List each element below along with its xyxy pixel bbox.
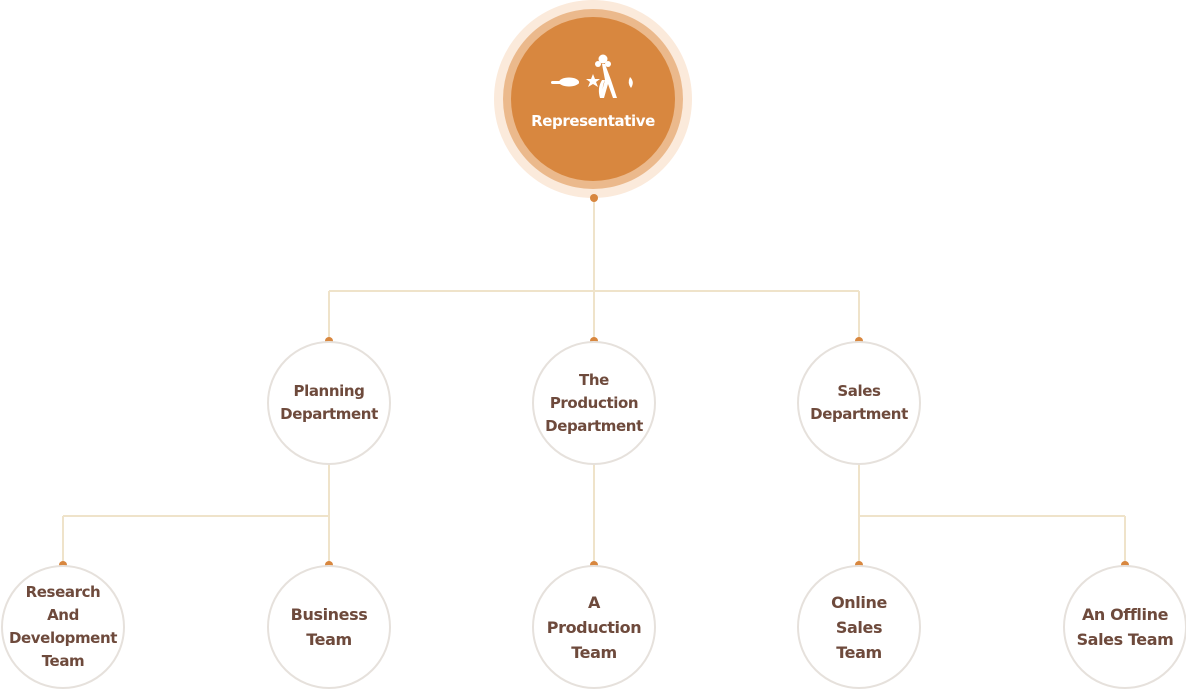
node-offline-sales-team: An Offline Sales Team xyxy=(1063,565,1186,689)
root-node-representative xyxy=(511,17,675,181)
node-label: Business Team xyxy=(290,605,368,649)
node-label: Research And Development Team xyxy=(8,583,117,670)
node-sales-department: Sales Department xyxy=(797,341,921,465)
node-label: Online Sales Team xyxy=(831,592,887,662)
node-a-production-team: A Production Team xyxy=(532,565,656,689)
node-planning-department: Planning Department xyxy=(267,341,391,465)
connector-dot-root xyxy=(590,194,598,202)
root-label: Representative xyxy=(531,112,655,130)
node-research-development-team: Research And Development Team xyxy=(1,565,125,689)
node-label: A Production Team xyxy=(546,592,642,662)
node-label: The Production Department xyxy=(545,370,643,435)
company-logo-icon xyxy=(551,54,633,98)
node-label: An Offline Sales Team xyxy=(1076,605,1174,649)
node-label: Sales Department xyxy=(810,382,908,423)
node-business-team: Business Team xyxy=(267,565,391,689)
node-label: Planning Department xyxy=(280,382,378,423)
node-online-sales-team: Online Sales Team xyxy=(797,565,921,689)
node-production-department: The Production Department xyxy=(532,341,656,465)
